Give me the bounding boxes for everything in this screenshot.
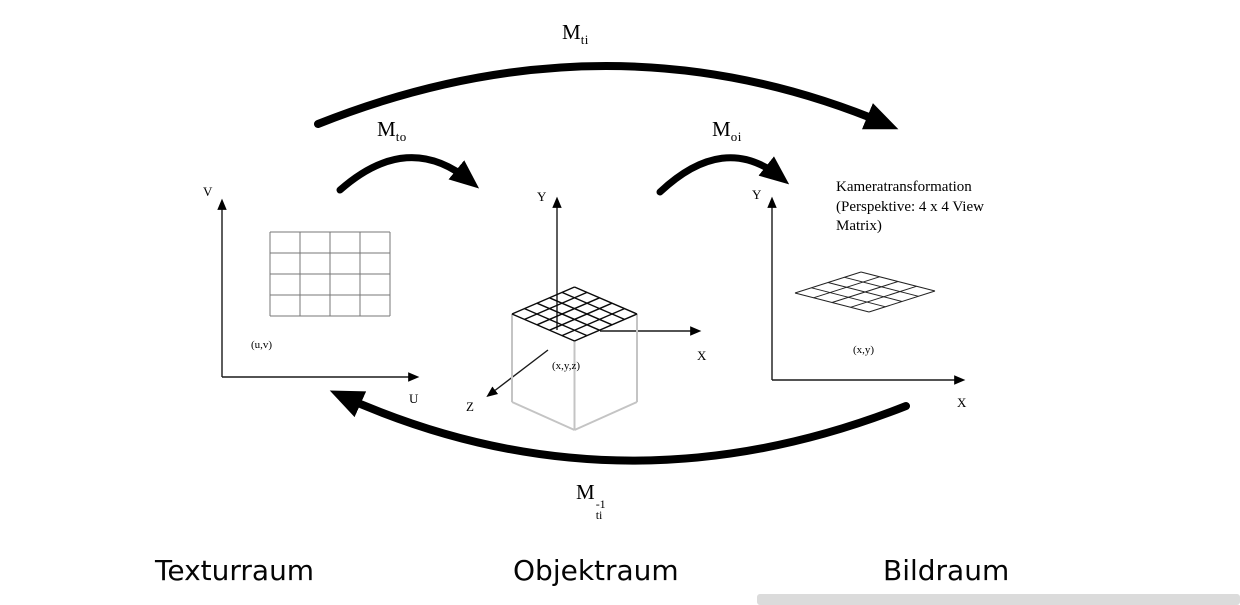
image-y-axis-label: Y [752, 187, 762, 202]
arrow-m-ti [314, 62, 899, 130]
arrow-m-ti-inv [329, 390, 910, 465]
transform-arrows [314, 62, 910, 465]
m-to-main: M [377, 117, 396, 141]
object-coords-label: (x,y,z) [552, 360, 580, 372]
texture-grid [269, 231, 391, 317]
arrow-m-to [336, 154, 480, 194]
label-m-to: Mto [377, 117, 407, 145]
m-ti-inv-sub: ti [595, 508, 603, 523]
texture-space-title: Texturraum [155, 554, 315, 587]
object-z-axis [486, 349, 549, 398]
object-y-axis-label: Y [537, 189, 547, 204]
camera-transformation-note: Kameratransformation (Perspektive: 4 x 4… [836, 179, 984, 234]
object-space-title: Objektraum [513, 554, 679, 587]
texture-v-axis-label: V [203, 184, 213, 199]
image-space-axes [767, 196, 966, 385]
texture-u-axis-label: U [409, 391, 419, 406]
label-m-ti: Mti [562, 20, 589, 48]
object-x-axis-label: X [697, 348, 707, 363]
m-ti-sub: ti [580, 32, 589, 47]
m-oi-sub: oi [730, 129, 742, 144]
image-projected-grid [794, 271, 936, 313]
m-to-sub: to [395, 129, 407, 144]
texture-coords-label: (u,v) [251, 339, 273, 351]
object-space-axes [486, 196, 702, 398]
image-coords-label: (x,y) [853, 344, 875, 356]
bottom-edge-bar [757, 594, 1240, 605]
cube-top-grid [511, 286, 638, 342]
cube-body [511, 314, 638, 431]
image-space-title: Bildraum [883, 554, 1010, 587]
m-ti-inv-sup: -1 [595, 497, 606, 511]
m-oi-main: M [712, 117, 731, 141]
m-ti-main: M [562, 20, 581, 44]
object-z-axis-label: Z [466, 399, 474, 414]
arrow-m-oi [656, 154, 790, 196]
texture-space-axes [217, 198, 420, 382]
m-ti-inv-main: M [576, 480, 595, 504]
image-x-axis-label: X [957, 395, 967, 410]
label-m-oi: Moi [712, 117, 742, 145]
